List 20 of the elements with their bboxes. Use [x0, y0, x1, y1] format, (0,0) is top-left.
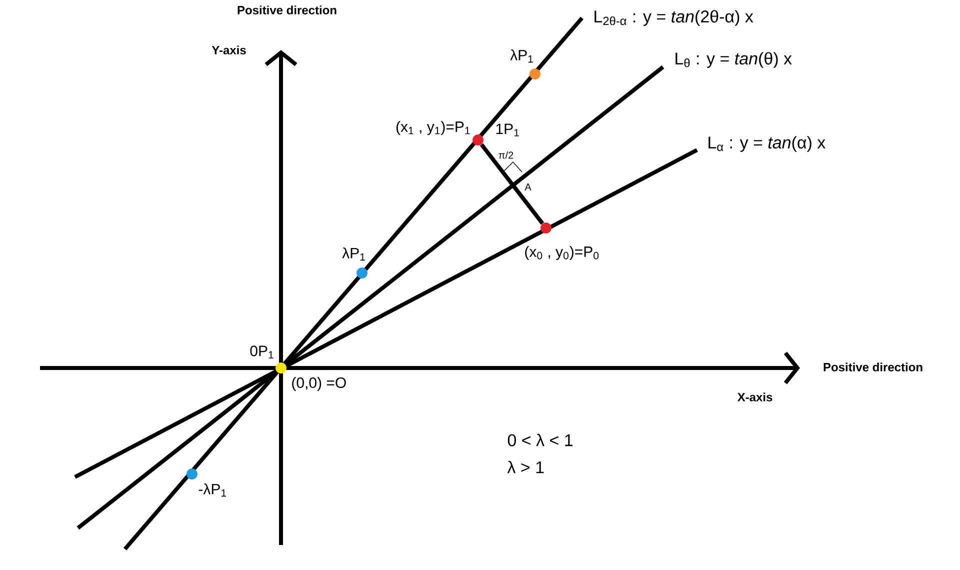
point-label: (0,0) =O — [292, 377, 346, 391]
point-label: λP$_{1}$ — [510, 49, 533, 63]
point-label: A — [524, 184, 532, 190]
line-equation: L$_{α}$ : y = tan(α) x — [708, 136, 826, 152]
point-label: λP$_{1}$ — [342, 247, 365, 261]
axis-title: Positive direction — [824, 362, 922, 372]
point-label: (x$_{0}$ , y$_{0}$)=P$_{0}$ — [525, 246, 599, 260]
axis-label: X-axis — [737, 392, 772, 402]
line-equation: L$_{2θ-α}$ : y = tan(2θ-α) x — [594, 10, 754, 26]
condition-text: λ > 1 — [507, 460, 544, 474]
line-equation: L$_{θ}$ : y = tan(θ) x — [676, 52, 792, 68]
point-label: 0P$_{1}$ — [250, 346, 274, 358]
point-label: (x$_{1}$ , y$_{1}$)=P$_{1}$ — [396, 121, 470, 135]
point-label: 1P$_{1}$ — [496, 124, 519, 136]
axis-title: Positive direction — [238, 6, 336, 14]
condition-text: 0 < λ < 1 — [508, 434, 573, 446]
segment — [480, 143, 544, 225]
angle-label: π/2 — [498, 151, 514, 159]
axis-label: Y-axis — [212, 46, 246, 54]
point-label: -λP$_{1}$ — [198, 483, 226, 497]
